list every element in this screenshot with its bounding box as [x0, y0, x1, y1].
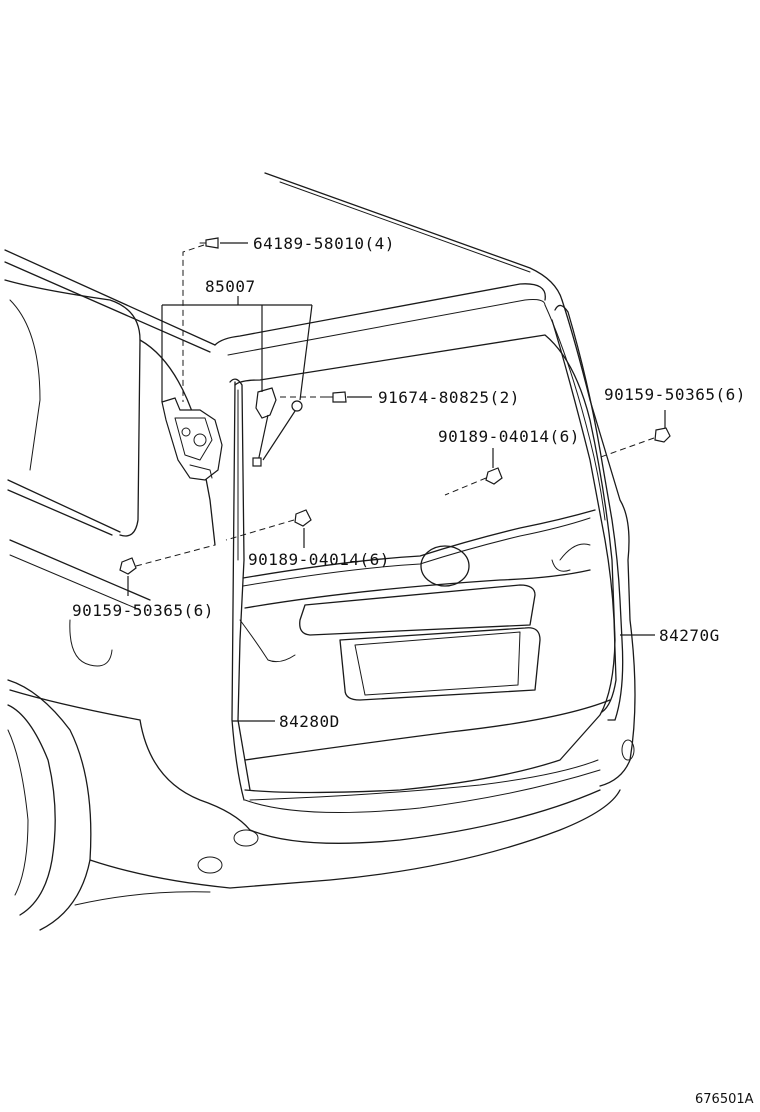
- dashed-guide-lines: [135, 244, 655, 567]
- screw-icon: [654, 427, 671, 443]
- label-85007: 85007: [205, 277, 256, 296]
- bolt-icon: [199, 237, 219, 249]
- label-90159-50365-right: 90159-50365(6): [604, 385, 746, 404]
- figure-code: 676501A: [695, 1092, 754, 1107]
- bolt-icon: [325, 391, 347, 403]
- label-91674-80825: 91674-80825(2): [378, 388, 520, 407]
- label-90159-50365-left: 90159-50365(6): [72, 601, 214, 620]
- door-lock-assembly: [161, 387, 303, 481]
- leader-lines: [127, 242, 666, 722]
- label-84280D: 84280D: [279, 712, 340, 731]
- label-84270G: 84270G: [659, 626, 720, 645]
- clip-icon: [294, 509, 312, 527]
- clip-icon: [485, 467, 503, 485]
- seal-84280D: [229, 378, 296, 801]
- screw-icon: [119, 557, 137, 575]
- label-64189-58010: 64189-58010(4): [253, 234, 395, 253]
- label-90189-04014-upper: 90189-04014(6): [438, 427, 580, 446]
- label-90189-04014-lower: 90189-04014(6): [248, 550, 390, 569]
- seal-84270G: [551, 304, 624, 721]
- vehicle-body: [4, 172, 636, 931]
